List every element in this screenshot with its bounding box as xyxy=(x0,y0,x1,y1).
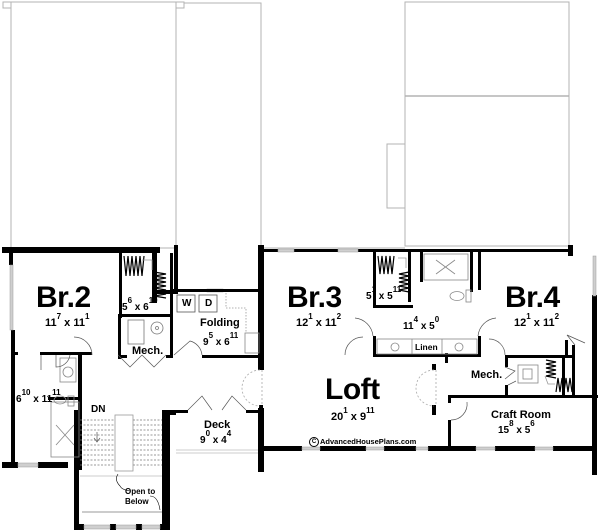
room-dims-deck: 90 x 44 xyxy=(200,429,232,446)
roof-outlines xyxy=(2,1,570,249)
room-dims-br2: 117 x 111 xyxy=(45,312,90,329)
room-dims-br3: 121 x 112 xyxy=(296,312,342,329)
linen-label: Linen xyxy=(415,342,438,352)
room-name-mech-left: Mech. xyxy=(132,345,164,357)
windows xyxy=(9,248,597,530)
room-dims-shared-bath: 114 x 50 xyxy=(403,315,440,332)
room-dims-craft: 158 x 56 xyxy=(498,419,535,436)
copyright-icon: C xyxy=(309,437,319,447)
open-to-below-line1: Open to xyxy=(125,487,156,496)
room-name-br3: Br.3 xyxy=(287,281,342,314)
closet-hangers-br2 xyxy=(123,255,167,299)
room-name-deck: Deck xyxy=(204,419,231,431)
appliance-dryer: D xyxy=(205,298,213,309)
room-dims-br4: 121 x 112 xyxy=(514,312,560,329)
room-name-mech-right: Mech. xyxy=(471,369,503,381)
room-name-br4: Br.4 xyxy=(505,281,560,314)
appliance-washer: W xyxy=(182,298,192,309)
room-dims-br3-closet: 51 x 511 xyxy=(366,285,402,302)
room-name-folding: Folding xyxy=(200,317,240,329)
fixtures xyxy=(40,253,586,513)
interior-walls xyxy=(13,252,598,470)
open-to-below-line2: Below xyxy=(125,497,149,506)
room-name-craft: Craft Room xyxy=(491,409,551,421)
stair-down-label: DN xyxy=(91,404,106,415)
room-dims-folding: 95 x 611 xyxy=(203,331,239,348)
room-name-br2: Br.2 xyxy=(36,281,91,314)
room-dims-br2-closet: 56 x 610 xyxy=(122,296,158,313)
exterior-walls xyxy=(2,245,597,530)
room-dims-bath-left: 610 x 1111 xyxy=(16,388,61,405)
room-dims-loft: 201 x 911 xyxy=(331,406,375,423)
room-name-loft: Loft xyxy=(325,373,380,406)
